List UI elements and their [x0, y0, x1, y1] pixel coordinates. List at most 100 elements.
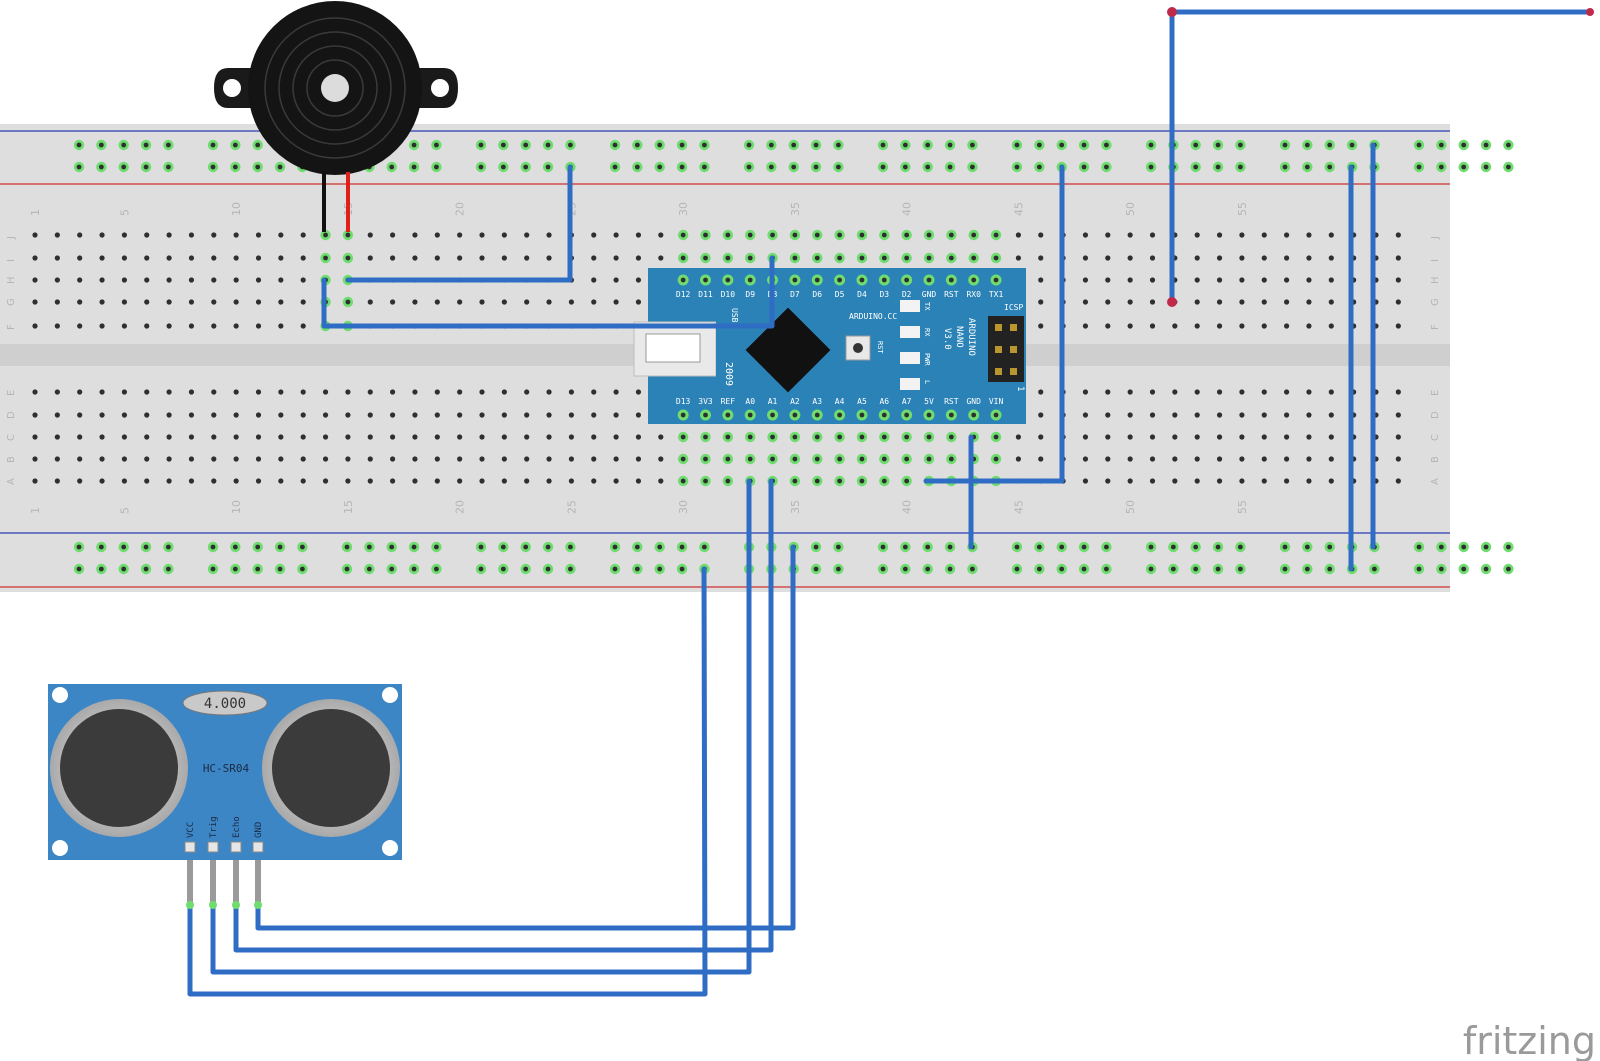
breadboard-hole	[99, 412, 105, 418]
breadboard-hole	[412, 299, 418, 305]
breadboard-hole	[367, 299, 373, 305]
breadboard-hole	[99, 277, 105, 283]
breadboard-hole	[367, 412, 373, 418]
breadboard-hole	[635, 389, 642, 395]
breadboard-hole	[457, 389, 463, 395]
arduino-top-pin-label: GND	[922, 290, 937, 299]
breadboard-hole	[32, 277, 38, 283]
breadboard-hole-center	[725, 255, 731, 261]
breadboard-hole-center	[1461, 164, 1467, 170]
breadboard-hole	[1261, 478, 1267, 484]
breadboard-hole-center	[545, 544, 551, 550]
breadboard-hole	[1239, 255, 1245, 261]
column-number-bottom: 55	[1236, 500, 1249, 514]
breadboard-hole-center	[902, 164, 908, 170]
breadboard-hole	[1105, 456, 1111, 462]
breadboard-hole	[1082, 232, 1089, 238]
breadboard-hole-center	[1438, 544, 1444, 550]
breadboard-hole-center	[76, 566, 82, 572]
breadboard-hole-center	[344, 544, 350, 550]
arduino-bottom-pin-label: RST	[944, 397, 959, 406]
breadboard-hole-center	[255, 544, 261, 550]
breadboard-hole	[1194, 478, 1200, 484]
breadboard-hole	[412, 434, 418, 440]
breadboard-hole	[390, 255, 396, 261]
arduino-pin-center	[971, 277, 977, 283]
breadboard-hole-center	[703, 478, 708, 484]
row-letter: C	[6, 434, 17, 441]
breadboard-hole	[188, 323, 195, 329]
breadboard-hole	[255, 232, 262, 238]
sensor-transducer-right-mesh	[272, 709, 390, 827]
breadboard-hole	[613, 299, 619, 305]
breadboard-hole	[1149, 478, 1156, 484]
breadboard-hole-center	[679, 164, 685, 170]
breadboard-hole	[1239, 412, 1245, 418]
breadboard-hole	[1127, 434, 1133, 440]
breadboard-hole	[390, 456, 396, 462]
breadboard-hole	[1127, 255, 1133, 261]
breadboard-hole	[1172, 456, 1178, 462]
breadboard-hole	[54, 478, 60, 484]
breadboard-hole-center	[792, 456, 798, 462]
breadboard-hole-center	[389, 164, 395, 170]
breadboard-hole	[1082, 478, 1089, 484]
breadboard-hole	[32, 299, 38, 305]
breadboard-hole	[1328, 232, 1334, 238]
breadboard-hole-center	[1461, 544, 1467, 550]
breadboard-hole	[1261, 277, 1267, 283]
arduino-pin-center	[859, 412, 865, 418]
breadboard-hole	[1015, 232, 1022, 238]
reset-label: RST	[876, 341, 884, 354]
breadboard-hole	[278, 456, 284, 462]
column-number-bottom: 5	[118, 507, 131, 514]
breadboard-hole-center	[389, 544, 395, 550]
breadboard-hole	[255, 456, 262, 462]
arduino-pin-center	[725, 277, 731, 283]
breadboard-hole	[457, 478, 463, 484]
breadboard-hole-center	[1461, 142, 1467, 148]
breadboard-hole	[658, 456, 664, 462]
breadboard-hole	[1149, 412, 1156, 418]
breadboard-hole-center	[1372, 566, 1377, 572]
breadboard-hole	[300, 478, 306, 484]
breadboard-hole	[1149, 277, 1156, 283]
breadboard-hole	[457, 232, 463, 238]
breadboard-hole	[434, 299, 440, 305]
arduino-top-pin-label: D2	[902, 290, 912, 299]
breadboard-hole	[635, 456, 642, 462]
sensor-pin-lead	[210, 860, 216, 905]
breadboard-hole	[1149, 299, 1156, 305]
breadboard-hole	[166, 434, 172, 440]
breadboard-hole	[1082, 412, 1089, 418]
column-number-bottom: 1	[29, 507, 42, 514]
breadboard-hole	[457, 299, 463, 305]
breadboard-hole-center	[143, 544, 149, 550]
arduino-led-label: L	[923, 380, 931, 384]
breadboard-hole	[233, 389, 239, 395]
icsp-pin-1-label: 1	[1015, 386, 1025, 391]
breadboard-hole-center	[478, 142, 484, 148]
breadboard-hole-center	[1349, 142, 1355, 148]
breadboard-hole	[1172, 412, 1178, 418]
arduino-pin-center	[993, 412, 999, 418]
breadboard-hole	[568, 389, 575, 395]
breadboard-hole	[1284, 389, 1290, 395]
breadboard-hole	[32, 434, 38, 440]
microcontroller-chip	[745, 307, 831, 393]
breadboard-hole-center	[277, 164, 283, 170]
wire-endpoints	[1167, 7, 1594, 307]
arduino-top-pin-label: D7	[790, 290, 800, 299]
breadboard-hole	[1194, 389, 1200, 395]
breadboard-hole-center	[568, 544, 573, 550]
breadboard-hole-center	[880, 164, 886, 170]
breadboard-hole-center	[1014, 164, 1020, 170]
breadboard-hole-center	[881, 232, 887, 238]
breadboard-hole	[166, 478, 172, 484]
breadboard-hole	[32, 412, 38, 418]
breadboard-hole	[166, 255, 172, 261]
column-number-top: 1	[29, 209, 42, 216]
arduino-pin-center	[703, 277, 708, 283]
breadboard-hole	[345, 412, 351, 418]
